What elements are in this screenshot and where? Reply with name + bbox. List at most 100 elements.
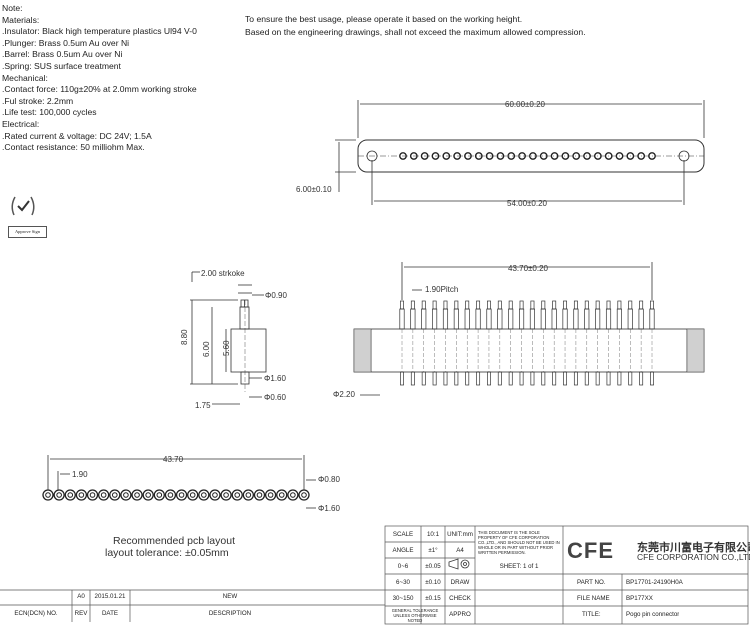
front-pin-tip	[552, 300, 557, 310]
pcb-hole-icon	[267, 492, 274, 498]
top-pin-icon	[572, 152, 581, 160]
pcb-hole-icon	[201, 492, 207, 498]
pcb-pad-icon	[298, 489, 310, 501]
pcb-pad-icon	[142, 489, 154, 501]
size-value: A4	[456, 547, 464, 554]
front-pin-tail	[573, 371, 578, 386]
property-note: THIS DOCUMENT IS THE SOLE PROPERTY OF CF…	[478, 530, 560, 555]
dim-front-span: 43.70±0.20	[508, 264, 549, 273]
front-pin-plunger	[595, 308, 601, 330]
pcb-pad-icon	[164, 489, 177, 501]
front-pin-tail	[443, 371, 448, 386]
top-view-pins	[399, 152, 656, 160]
pcb-pad-icon	[287, 489, 299, 501]
pcb-pad-icon	[187, 489, 199, 501]
front-pin-plunger	[421, 308, 427, 330]
pcb-hole-icon	[100, 492, 107, 498]
front-pin-tip	[465, 300, 470, 310]
material-line: .Insulator: Black high temperature plast…	[2, 26, 197, 37]
front-pin-tip	[400, 300, 404, 310]
dim-h560: 5.60	[222, 340, 231, 356]
top-pin-icon	[561, 152, 570, 160]
front-pin-tail	[497, 371, 502, 386]
pcb-hole-icon	[245, 492, 252, 498]
layout-note-line2: layout tolerance: ±0.05mm	[105, 547, 229, 559]
front-pin-tail	[617, 371, 622, 386]
front-pin-plunger	[432, 308, 438, 330]
dim-pcb-span: 43.70	[163, 455, 184, 464]
front-pin-plunger	[649, 308, 655, 330]
pcb-holes	[42, 489, 310, 501]
front-pin-tail	[454, 371, 459, 386]
rev-header: REV	[74, 610, 88, 617]
scale-value: 10:1	[426, 531, 440, 538]
angle-value: ±1°	[428, 547, 438, 554]
front-pin-plunger	[573, 308, 579, 330]
rev-description-value: NEW	[222, 593, 238, 600]
pcb-pad-icon	[153, 489, 165, 501]
dim-60: 60.00±0.20	[505, 100, 546, 109]
front-pin-tail	[552, 371, 557, 386]
dim-d090: Φ0.90	[265, 291, 288, 300]
front-pin-tip	[519, 300, 524, 310]
pcb-hole-icon	[256, 492, 263, 498]
front-pin-plunger	[562, 308, 568, 330]
layout-note: Recommended pcb layout layout tolerance:…	[105, 535, 235, 559]
revision-block-grid	[0, 589, 385, 622]
pcb-hole-icon	[89, 492, 96, 498]
tol1-value: ±0.05	[425, 563, 441, 570]
front-pin-tail	[563, 371, 567, 386]
front-pin-tail	[476, 371, 481, 386]
front-pin-tip	[454, 300, 459, 310]
front-pin-tip	[530, 300, 535, 310]
front-pin-plunger	[584, 308, 590, 330]
dim-pcb-d160: Φ1.60	[318, 504, 341, 513]
top-pin-icon	[453, 152, 462, 160]
pcb-hole-icon	[301, 492, 307, 498]
material-line: .Barrel: Brass 0.5um Au over Ni	[2, 49, 123, 60]
tol1-range: 0~6	[397, 563, 409, 570]
pcb-hole-icon	[111, 492, 118, 498]
front-pin-tip	[650, 300, 654, 310]
pcb-hole-icon	[156, 492, 163, 498]
title-block-grid	[384, 525, 749, 625]
front-pin-tail	[584, 371, 589, 386]
pcb-pad-icon	[75, 489, 88, 501]
top-pin-icon	[420, 152, 429, 160]
top-pin-icon	[431, 152, 440, 160]
dim-pcb-d080: Φ0.80	[318, 475, 341, 484]
front-pin-plunger	[475, 308, 481, 330]
tol3-range: 30~150	[392, 595, 414, 602]
top-pin-icon	[550, 152, 559, 160]
pcb-hole-icon	[123, 492, 129, 498]
title-value: Pogo pin connector	[626, 611, 680, 618]
pcb-hole-icon	[78, 492, 85, 498]
dim-54: 54.00±0.20	[507, 199, 548, 208]
front-pin-tail	[650, 371, 654, 386]
tol2-range: 6~30	[396, 579, 410, 586]
notes-title: Note:	[2, 3, 23, 13]
dim-d220: Φ2.20	[333, 390, 356, 399]
front-pin-tail	[465, 371, 470, 386]
pcb-layout: 43.70 1.90 Φ0.80 Φ1.60	[42, 455, 341, 513]
pcb-pad-icon	[120, 489, 132, 501]
top-pin-icon	[496, 152, 505, 160]
pcb-hole-icon	[45, 492, 51, 498]
front-pin-tail	[639, 371, 644, 386]
pcb-hole-icon	[278, 492, 285, 498]
top-pin-icon	[518, 152, 526, 160]
front-pin-tip	[410, 300, 415, 310]
date-header: DATE	[101, 610, 119, 617]
front-pin-plunger	[605, 308, 612, 330]
top-pin-icon	[593, 152, 602, 160]
title-label: TITLE:	[582, 611, 601, 618]
file-name-value: BP177XX	[626, 595, 653, 602]
file-name-label: FILE NAME	[577, 595, 610, 602]
electrical-heading: Electrical:	[2, 118, 40, 129]
front-pin-tip	[432, 300, 437, 310]
front-pin-tip	[508, 300, 513, 310]
electrical-line: .Contact resistance: 50 milliohm Max.	[2, 142, 145, 153]
pcb-hole-icon	[223, 492, 229, 498]
top-pin-icon	[648, 152, 656, 160]
company-logo-mark: CFE	[567, 538, 614, 563]
